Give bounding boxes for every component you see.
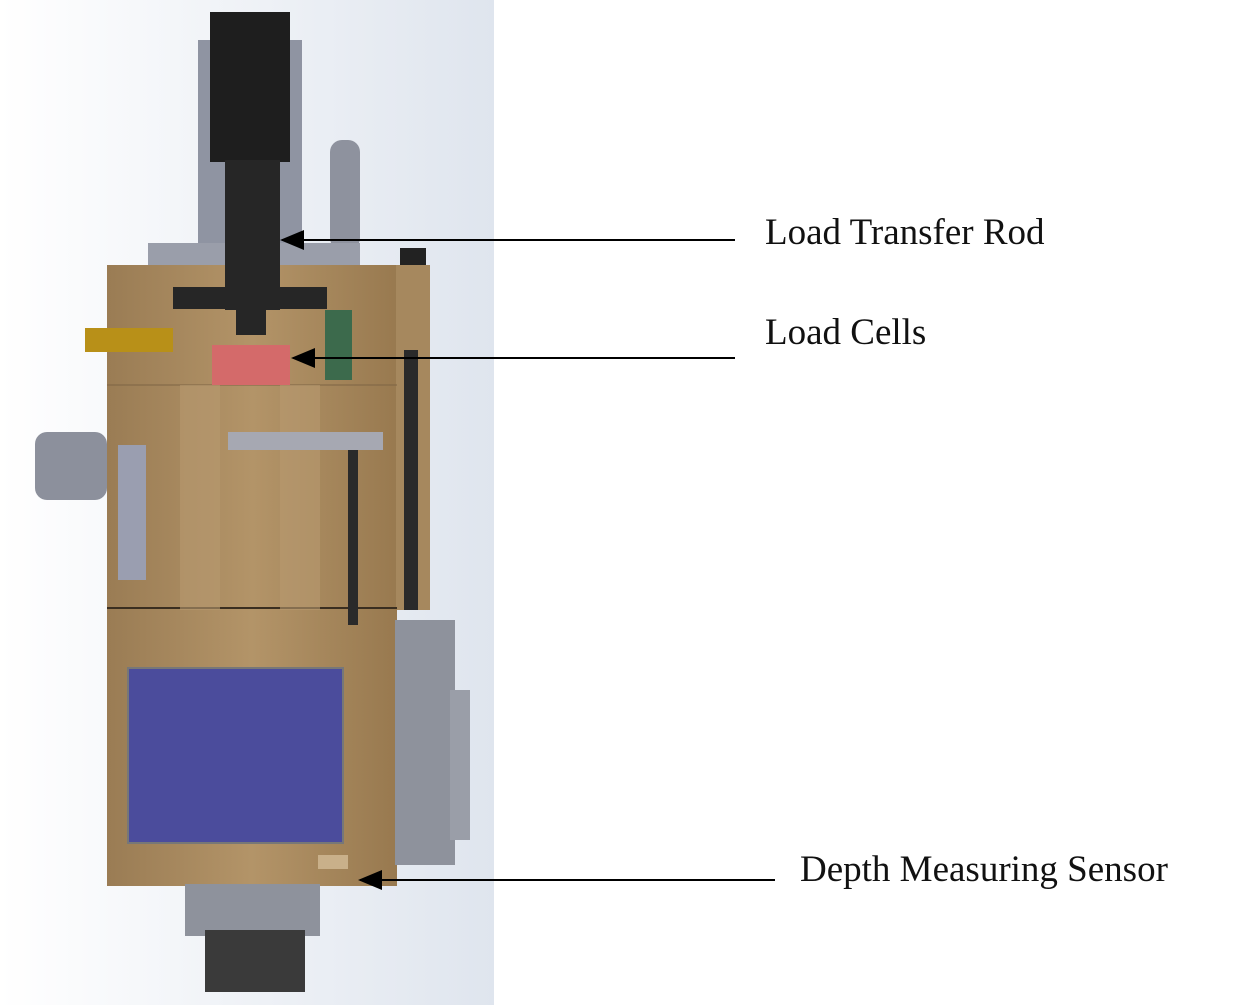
load-transfer-rod <box>210 12 290 162</box>
label-load-cells: Load Cells <box>765 312 927 353</box>
battery-panel <box>127 667 344 844</box>
top-post <box>400 248 426 270</box>
label-load-transfer-rod: Load Transfer Rod <box>765 212 1045 253</box>
load-cell <box>212 345 290 385</box>
guide-rod <box>404 350 418 610</box>
guide-pin <box>330 140 360 250</box>
label-depth-sensor: Depth Measuring Sensor <box>800 849 1168 890</box>
side-housing <box>395 620 455 865</box>
circuit-board <box>325 310 352 380</box>
rod-flange <box>173 287 327 309</box>
depth-sensor <box>318 855 348 869</box>
cable-gland <box>35 432 107 500</box>
connector <box>85 328 173 352</box>
bottom-pipe <box>205 930 305 992</box>
bottom-collar <box>185 884 320 936</box>
